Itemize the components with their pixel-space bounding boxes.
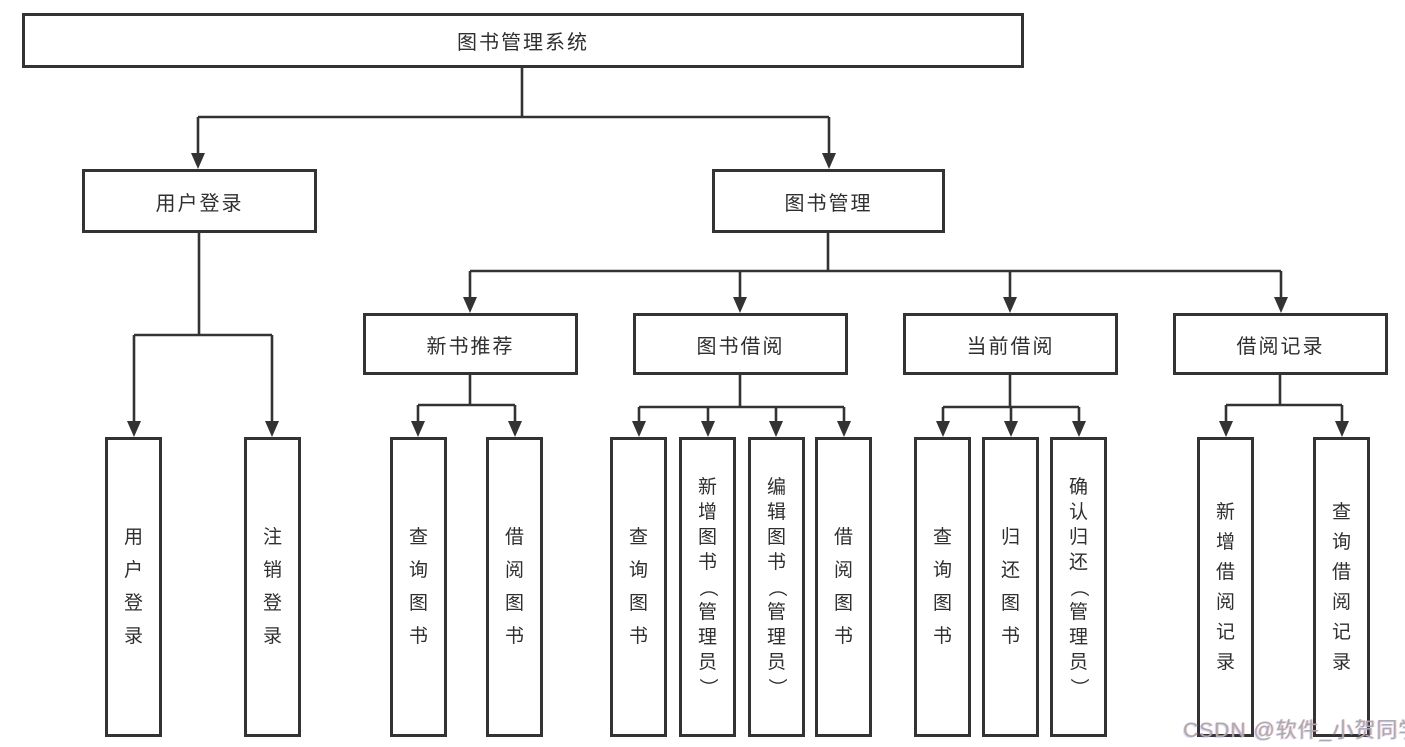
leaf-query-books-borrow-label: 查询图书 [628,527,648,647]
node-user-login-label: 用户登录 [155,192,244,215]
arrowhead-down-icon [1219,421,1233,437]
arrowhead-down-icon [1335,421,1349,437]
leaf-edit-book-admin-label: 编辑图书（管理员） [766,476,787,697]
leaf-user-login: 用户登录 [105,437,162,737]
arrowhead-down-icon [127,421,141,437]
connector-userlogin-to-leaves [132,233,274,421]
arrowhead-down-icon [1003,297,1017,313]
connector-group [132,68,1344,421]
connector-recommend-to-leaves [416,375,517,421]
leaf-add-borrow-record-label: 新增借阅记录 [1215,501,1235,673]
node-user-login: 用户登录 [82,169,317,233]
node-current-borrow-label: 当前借阅 [966,335,1055,358]
leaf-query-borrow-record: 查询借阅记录 [1313,437,1370,737]
leaf-confirm-return-admin-label: 确认归还（管理员） [1068,476,1089,697]
arrowhead-down-icon [265,421,279,437]
arrowhead-down-icon [837,421,851,437]
leaf-query-books-recommend-label: 查询图书 [408,527,428,647]
csdn-watermark: CSDN @软件_小贺同学 [1183,719,1405,742]
leaf-borrow-books-label: 借阅图书 [833,527,853,647]
node-new-book-recommend-label: 新书推荐 [426,335,515,358]
arrowhead-down-icon [508,421,522,437]
node-book-management: 图书管理 [712,169,945,233]
leaf-add-book-admin-label: 新增图书（管理员） [697,476,718,697]
connector-current-to-leaves [941,375,1081,421]
arrowhead-down-icon [733,297,747,313]
node-borrow-records-label: 借阅记录 [1236,335,1325,358]
leaf-borrow-books-recommend: 借阅图书 [486,437,543,737]
arrowhead-down-icon [463,297,477,313]
arrowhead-down-icon [1274,297,1288,313]
connector-borrow-to-leaves [637,375,846,421]
leaf-return-book-label: 归还图书 [1000,527,1020,647]
arrowhead-down-icon [936,421,950,437]
leaf-add-book-admin: 新增图书（管理员） [679,437,736,737]
leaf-query-books-current: 查询图书 [914,437,971,737]
connector-bookmgmt-to-level3 [468,233,1283,297]
leaf-borrow-books-recommend-label: 借阅图书 [504,527,524,647]
arrowhead-down-icon [632,421,646,437]
leaf-edit-book-admin: 编辑图书（管理员） [748,437,805,737]
arrowhead-down-icon [769,421,783,437]
node-root: 图书管理系统 [22,13,1024,68]
node-root-label: 图书管理系统 [457,32,589,54]
leaf-confirm-return-admin: 确认归还（管理员） [1050,437,1107,737]
leaf-logout-label: 注销登录 [262,527,282,647]
leaf-query-borrow-record-label: 查询借阅记录 [1331,501,1351,673]
connector-root-to-level2 [196,68,831,153]
leaf-query-books-current-label: 查询图书 [932,527,952,647]
node-book-management-label: 图书管理 [784,192,873,215]
leaf-add-borrow-record: 新增借阅记录 [1197,437,1254,737]
leaf-logout: 注销登录 [244,437,301,737]
arrowhead-down-icon [1072,421,1086,437]
leaf-return-book: 归还图书 [982,437,1039,737]
leaf-query-books-borrow: 查询图书 [610,437,667,737]
node-book-borrow-label: 图书借阅 [696,335,785,358]
node-book-borrow: 图书借阅 [633,313,848,375]
arrowhead-down-icon [822,153,836,169]
arrowhead-down-icon [701,421,715,437]
arrowhead-down-icon [411,421,425,437]
node-current-borrow: 当前借阅 [903,313,1118,375]
arrowhead-group [127,153,1349,437]
leaf-user-login-label: 用户登录 [123,527,143,647]
node-new-book-recommend: 新书推荐 [363,313,578,375]
arrowhead-down-icon [1004,421,1018,437]
leaf-query-books-recommend: 查询图书 [390,437,447,737]
node-borrow-records: 借阅记录 [1173,313,1388,375]
leaf-borrow-books: 借阅图书 [815,437,872,737]
arrowhead-down-icon [191,153,205,169]
connector-records-to-leaves [1224,375,1344,421]
